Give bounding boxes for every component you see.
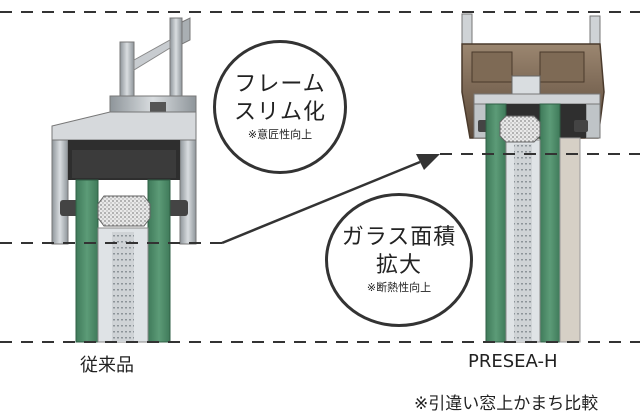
glass-area-note: ※断熱性向上 [366,281,432,294]
frame-slim-note: ※意匠性向上 [247,128,313,141]
conventional-label: 従来品 [80,355,134,376]
glass-area-callout: ガラス面積 拡大 ※断熱性向上 [325,193,473,327]
glass-area-line1: ガラス面積 [341,225,457,250]
presea-h-label: PRESEA-H [468,351,558,372]
frame-slim-callout: フレーム スリム化 ※意匠性向上 [213,40,347,174]
frame-slim-line1: フレーム [234,72,326,97]
frame-slim-line2: スリム化 [233,100,326,125]
glass-area-line2: 拡大 [375,253,422,278]
reference-lines [0,11,640,343]
increase-arrow [221,154,440,245]
presea-h-frame-illustration [461,13,605,343]
conventional-frame-illustration [51,17,197,343]
comparison-footnote: ※引違い窓上かまち比較 [414,394,599,414]
